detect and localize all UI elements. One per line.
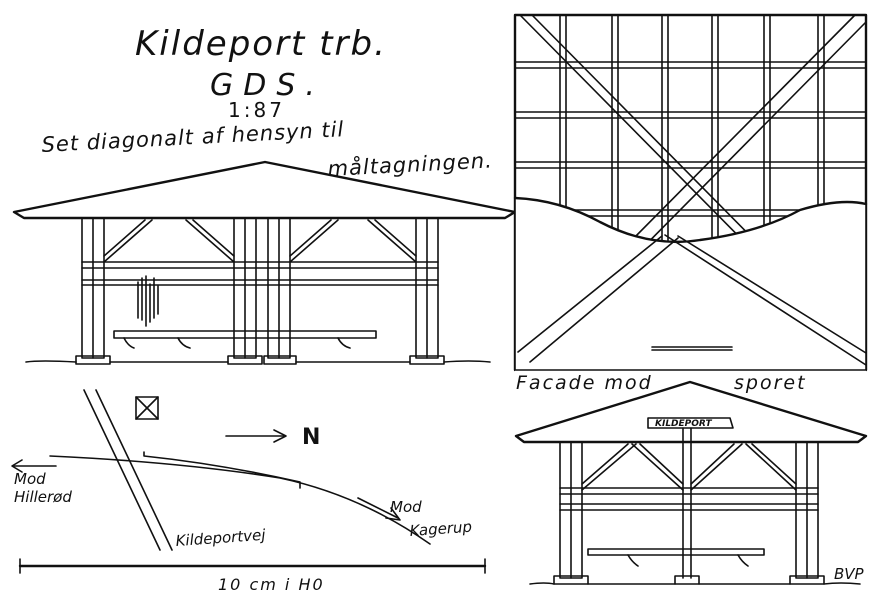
drawing-subtitle: GDS. xyxy=(210,68,325,103)
kildeport-sign: KILDEPORT xyxy=(647,417,734,429)
arrow-kagerup xyxy=(357,497,401,521)
dir-left-line2: Hillerød xyxy=(14,488,72,506)
facade-caption-left: Facade mod xyxy=(516,372,653,394)
scale-bar-label: 10 cm i H0 xyxy=(218,575,325,594)
dir-right-line2: Kagerup xyxy=(409,518,473,540)
front-roof xyxy=(514,380,868,444)
side-bench xyxy=(113,330,377,349)
north-arrow xyxy=(225,429,287,443)
platform xyxy=(143,451,301,489)
facade-grid xyxy=(514,14,867,246)
side-ground xyxy=(25,360,491,363)
note-line-1: Set diagonalt af hensyn til xyxy=(41,117,345,157)
dir-right-line1: Mod xyxy=(390,498,422,516)
side-foundations xyxy=(75,355,445,365)
site-map xyxy=(11,389,487,574)
author-initials: BVP xyxy=(834,565,865,583)
side-rails xyxy=(81,261,439,286)
north-label: N xyxy=(302,425,320,450)
facade-view xyxy=(513,13,868,372)
drawing-title: Kildeport trb. xyxy=(135,24,387,64)
front-ground xyxy=(529,582,861,585)
facade-hill xyxy=(515,198,866,372)
dir-left-line1: Mod xyxy=(14,470,46,488)
side-elevation xyxy=(12,160,517,365)
drawing-scale: 1:87 xyxy=(228,98,285,122)
shelter-marker xyxy=(135,396,159,420)
arrow-hillerod xyxy=(11,459,57,473)
facade-caption-right: sporet xyxy=(734,372,807,394)
sign-text: KILDEPORT xyxy=(655,419,712,429)
front-rails xyxy=(559,487,819,511)
side-hatching xyxy=(137,275,159,327)
road-label: Kildeportvej xyxy=(175,526,267,550)
side-posts xyxy=(81,217,439,359)
side-braces xyxy=(103,219,417,263)
front-foundations xyxy=(553,575,825,585)
side-roof xyxy=(12,160,517,220)
scale-bar xyxy=(18,558,487,574)
note-line-2: måltagningen. xyxy=(327,147,493,181)
front-elevation: KILDEPORT xyxy=(514,380,868,585)
front-braces xyxy=(581,443,797,491)
front-bench xyxy=(587,548,765,567)
road-kildeportvej xyxy=(83,389,173,551)
facade-hill-contour xyxy=(513,196,868,244)
